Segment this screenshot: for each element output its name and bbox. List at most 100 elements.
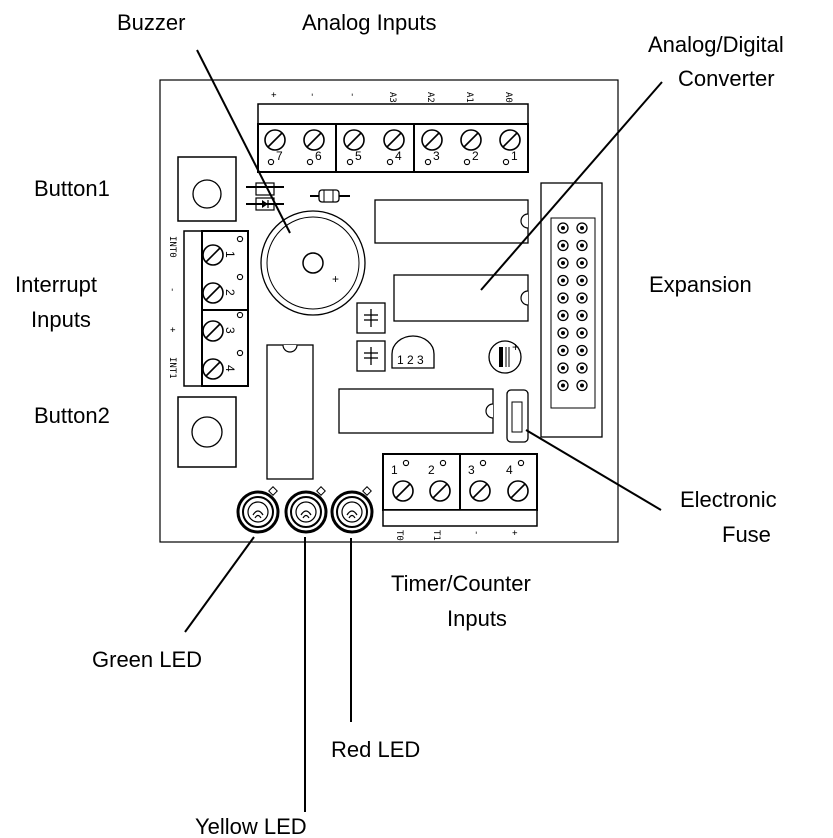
timer-terminal-block: 1 2 3 4 — [382, 453, 538, 527]
analog-inputs-label: Analog Inputs — [302, 10, 437, 35]
pin-hole-marker — [346, 158, 354, 166]
analog-pin-number: 5 — [355, 149, 362, 163]
analog-pin-number: 2 — [472, 149, 479, 163]
pin-hole-marker — [236, 311, 244, 319]
top-ic-chip — [374, 199, 529, 244]
analog-silk-label: A1 — [464, 92, 474, 103]
interrupt-screw — [202, 320, 224, 342]
timer-label-line1: Timer/Counter — [391, 571, 531, 596]
analog-pin-number: 3 — [433, 149, 440, 163]
analog-screw — [383, 129, 405, 151]
buzzer-plus-sign: + — [332, 272, 339, 286]
analog-silk-label: - — [347, 92, 357, 97]
pin-hole-marker — [402, 459, 410, 467]
timer-screw — [507, 480, 529, 502]
pin-hole-marker — [424, 158, 432, 166]
timer-screw — [469, 480, 491, 502]
pin-hole-marker — [502, 158, 510, 166]
analog-screw — [264, 129, 286, 151]
timer-silk-label: T1 — [431, 530, 441, 541]
red-led — [330, 486, 374, 534]
green-led — [236, 486, 280, 534]
timer-silk-label: - — [471, 530, 481, 535]
interrupt-pin-number: 2 — [223, 289, 237, 296]
interrupt-pin-number: 4 — [223, 365, 237, 372]
button2-switch — [177, 396, 237, 468]
button2-label: Button2 — [34, 403, 110, 428]
timer-screw — [429, 480, 451, 502]
adc-label-line1: Analog/Digital — [648, 32, 784, 57]
interrupt-pin-number: 1 — [223, 251, 237, 258]
timer-pin-number: 1 — [391, 463, 398, 477]
pin-hole-marker — [479, 459, 487, 467]
buzzer-label: Buzzer — [117, 10, 185, 35]
pin-hole-marker — [236, 235, 244, 243]
timer-label-line2: Inputs — [447, 606, 507, 631]
microcontroller-ic — [266, 344, 314, 480]
analog-silk-label: A0 — [503, 92, 513, 103]
analog-screw — [303, 129, 325, 151]
pin-hole-marker — [463, 158, 471, 166]
capacitor-1 — [356, 302, 386, 334]
timer-silk-label: T0 — [394, 530, 404, 541]
analog-pin-number: 6 — [315, 149, 322, 163]
interrupt-terminal-block: 1 2 3 4 — [183, 230, 249, 387]
yellow-led-label: Yellow LED — [195, 814, 307, 838]
leader-lines — [184, 49, 663, 812]
expansion-label: Expansion — [649, 272, 752, 297]
timer-pin-number: 2 — [428, 463, 435, 477]
analog-screw — [499, 129, 521, 151]
resistor-component — [310, 189, 350, 203]
pin-hole-marker — [236, 273, 244, 281]
analog-silk-label: A2 — [425, 92, 435, 103]
pin-hole-marker — [439, 459, 447, 467]
timer-pin-number: 3 — [468, 463, 475, 477]
button1-label: Button1 — [34, 176, 110, 201]
pin-hole-marker — [267, 158, 275, 166]
electrolytic-plus-sign: + — [512, 340, 519, 354]
interrupt-silk-label: INT1 — [167, 357, 177, 379]
analog-silk-label: A3 — [387, 92, 397, 103]
analog-pin-number: 1 — [511, 149, 518, 163]
button1-switch — [177, 156, 237, 222]
interrupt-label-line1: Interrupt — [15, 272, 97, 297]
electrolytic-capacitor: + — [488, 340, 522, 374]
voltage-regulator: 1 2 3 — [391, 335, 435, 369]
analog-terminal-block: 7 6 5 4 3 2 1 — [257, 103, 529, 173]
timer-silk-label: + — [509, 530, 519, 536]
adc-chip — [393, 274, 529, 322]
pin-hole-marker — [306, 158, 314, 166]
timer-screw — [392, 480, 414, 502]
analog-pin-number: 4 — [395, 149, 402, 163]
electronic-fuse-component — [506, 389, 529, 443]
interrupt-label-line2: Inputs — [31, 307, 91, 332]
capacitor-2 — [356, 340, 386, 372]
buzzer-component: + — [260, 210, 366, 316]
interrupt-screw — [202, 244, 224, 266]
fuse-label-line1: Electronic — [680, 487, 777, 512]
pin-hole-marker — [517, 459, 525, 467]
analog-screw — [421, 129, 443, 151]
interrupt-pin-number: 3 — [223, 327, 237, 334]
analog-pin-number: 7 — [276, 149, 283, 163]
interrupt-silk-label: - — [167, 287, 177, 292]
analog-screw — [460, 129, 482, 151]
green-led-label: Green LED — [92, 647, 202, 672]
pin-hole-marker — [236, 349, 244, 357]
bottom-ic-chip — [338, 388, 494, 434]
interrupt-screw — [202, 282, 224, 304]
pin-hole-marker — [386, 158, 394, 166]
interrupt-silk-label: INT0 — [167, 236, 177, 258]
red-led-label: Red LED — [331, 737, 420, 762]
analog-silk-label: - — [307, 92, 317, 97]
interrupt-screw — [202, 358, 224, 380]
timer-pin-number: 4 — [506, 463, 513, 477]
analog-screw — [343, 129, 365, 151]
analog-silk-label: + — [268, 92, 278, 98]
expansion-header — [540, 182, 603, 438]
adc-label-line2: Converter — [678, 66, 775, 91]
regulator-pin-labels: 1 2 3 — [397, 353, 424, 367]
fuse-label-line2: Fuse — [722, 522, 771, 547]
yellow-led — [284, 486, 328, 534]
